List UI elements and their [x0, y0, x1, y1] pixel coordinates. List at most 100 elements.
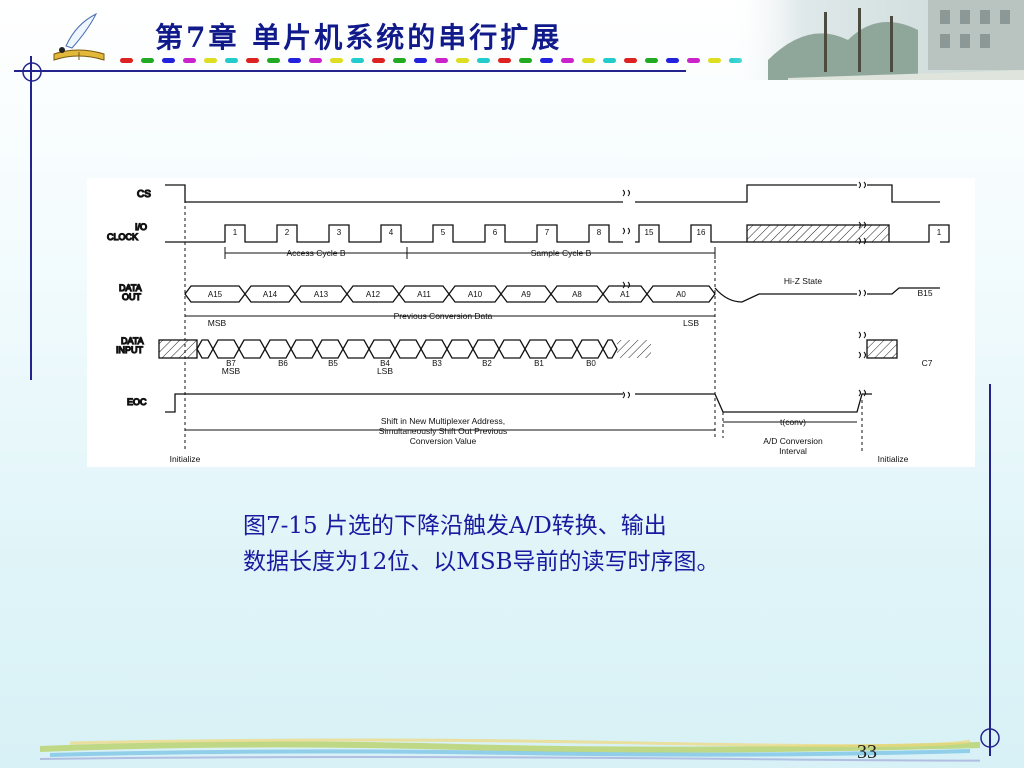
decorative-dot	[435, 58, 448, 63]
decorative-dot	[120, 58, 133, 63]
data-in-bit-label: B2	[482, 359, 492, 368]
data-in-bit-label: B4	[380, 359, 390, 368]
clock-trace	[165, 224, 950, 243]
initialize-left-label: Initialize	[170, 454, 201, 464]
decorative-dot	[309, 58, 322, 63]
lsb-in-label: LSB	[377, 366, 393, 376]
data-out-bit-label: A11	[417, 290, 431, 299]
data-in-bus	[196, 339, 618, 359]
decorative-dot	[162, 58, 175, 63]
cs-trace	[165, 184, 623, 203]
decorative-dot	[225, 58, 238, 63]
decorative-dot	[456, 58, 469, 63]
left-margin-rule	[30, 56, 32, 380]
eoc-trace	[165, 393, 623, 413]
cs-trace	[867, 184, 940, 203]
data-out-label-b: OUT	[122, 292, 142, 302]
msb-in-label: MSB	[222, 366, 241, 376]
previous-data-label: Previous Conversion Data	[394, 311, 493, 321]
data-in-bit-label: B6	[278, 359, 288, 368]
cs-label: CS	[137, 189, 151, 200]
data-out-trace	[867, 287, 940, 295]
quill-book-logo-icon	[53, 12, 105, 61]
data-in-label-b: INPUT	[116, 345, 144, 355]
initialize-right-label: Initialize	[878, 454, 909, 464]
timing-diagram: CS I/O CLOCK DATA OUT DATA INPUT EOC	[106, 181, 950, 464]
data-out-bit-label: A9	[521, 290, 531, 299]
decorative-dot	[582, 58, 595, 63]
decorative-dot	[204, 58, 217, 63]
decorative-dot	[645, 58, 658, 63]
clock-pulse-number: 5	[441, 228, 446, 237]
eoc-trace	[635, 393, 872, 413]
ad-interval-line2: Interval	[779, 446, 807, 456]
decorative-dot	[351, 58, 364, 63]
tconv-label: t(conv)	[780, 417, 806, 427]
crosshair-icon	[22, 62, 42, 82]
data-out-bit-label: A13	[314, 290, 329, 299]
decorative-dot	[519, 58, 532, 63]
header-rule	[14, 70, 686, 72]
data-out-bit-label: A1	[620, 290, 630, 299]
c7-label: C7	[922, 358, 933, 368]
clock-pulse-number: 1	[937, 228, 942, 237]
figure-caption: 图7-15 片选的下降沿触发A/D转换、输出 数据长度为12位、以MSB导前的读…	[243, 508, 883, 580]
data-out-bit-label: A12	[366, 290, 381, 299]
hi-z-label: Hi-Z State	[784, 276, 823, 286]
shift-text-line1: Shift in New Multiplexer Address,	[381, 416, 505, 426]
decorative-dot	[603, 58, 616, 63]
timing-diagram-panel: CS I/O CLOCK DATA OUT DATA INPUT EOC	[87, 178, 975, 467]
right-margin-rule	[989, 384, 991, 756]
clock-pulse-number: 8	[597, 228, 602, 237]
clock-hatch-region	[746, 224, 890, 243]
access-cycle-label: Access Cycle B	[286, 248, 345, 258]
data-in-hatch-end	[617, 340, 651, 358]
caption-line-2: 数据长度为12位、以MSB导前的读写时序图。	[243, 549, 720, 575]
clock-pulse-number: 16	[697, 228, 706, 237]
decorative-dot	[561, 58, 574, 63]
data-in-hatch-next	[866, 339, 898, 359]
decorative-dot	[624, 58, 637, 63]
data-out-label-a: DATA	[119, 283, 142, 293]
decorative-dot	[267, 58, 280, 63]
data-in-hatch-start	[158, 339, 198, 359]
data-out-bit-label: A10	[468, 290, 483, 299]
clock-pulse-number: 1	[233, 228, 238, 237]
campus-photo-image	[728, 0, 1024, 80]
clock-pulse-number: 3	[337, 228, 342, 237]
lsb-out-label: LSB	[683, 318, 699, 328]
decorative-dot	[540, 58, 553, 63]
clock-pulse-number: 15	[645, 228, 654, 237]
data-out-bit-label: A14	[263, 290, 278, 299]
data-out-segments	[184, 285, 716, 303]
data-out-bit-label: A0	[676, 290, 686, 299]
clock-pulse-number: 7	[545, 228, 550, 237]
data-out-bit-label: A8	[572, 290, 582, 299]
shift-text-line3: Conversion Value	[410, 436, 477, 446]
decorative-dot	[141, 58, 154, 63]
msb-out-label: MSB	[208, 318, 227, 328]
ad-interval-line1: A/D Conversion	[763, 436, 823, 446]
decorative-dot	[687, 58, 700, 63]
data-in-bit-label: B3	[432, 359, 442, 368]
crosshair-icon	[980, 728, 1000, 748]
decorative-dot	[330, 58, 343, 63]
page-number: 33	[857, 741, 877, 763]
footer-brush-strip	[40, 738, 980, 762]
clock-pulse-number: 6	[493, 228, 498, 237]
hi-z-trace	[714, 287, 857, 303]
cs-trace	[635, 184, 857, 203]
clock-pulse-number: 2	[285, 228, 290, 237]
decorative-dot	[477, 58, 490, 63]
decorative-dot	[393, 58, 406, 63]
decorative-dot	[666, 58, 679, 63]
data-in-bit-label: B7	[226, 359, 236, 368]
sample-cycle-label: Sample Cycle B	[531, 248, 592, 258]
decorative-dot	[708, 58, 721, 63]
decorative-dot	[246, 58, 259, 63]
decorative-dot	[372, 58, 385, 63]
data-in-bit-label: B1	[534, 359, 544, 368]
clock-pulse-number: 4	[389, 228, 394, 237]
data-in-bit-label: B5	[328, 359, 338, 368]
shift-text-line2: Simultaneously Shift Out Previous	[379, 426, 508, 436]
